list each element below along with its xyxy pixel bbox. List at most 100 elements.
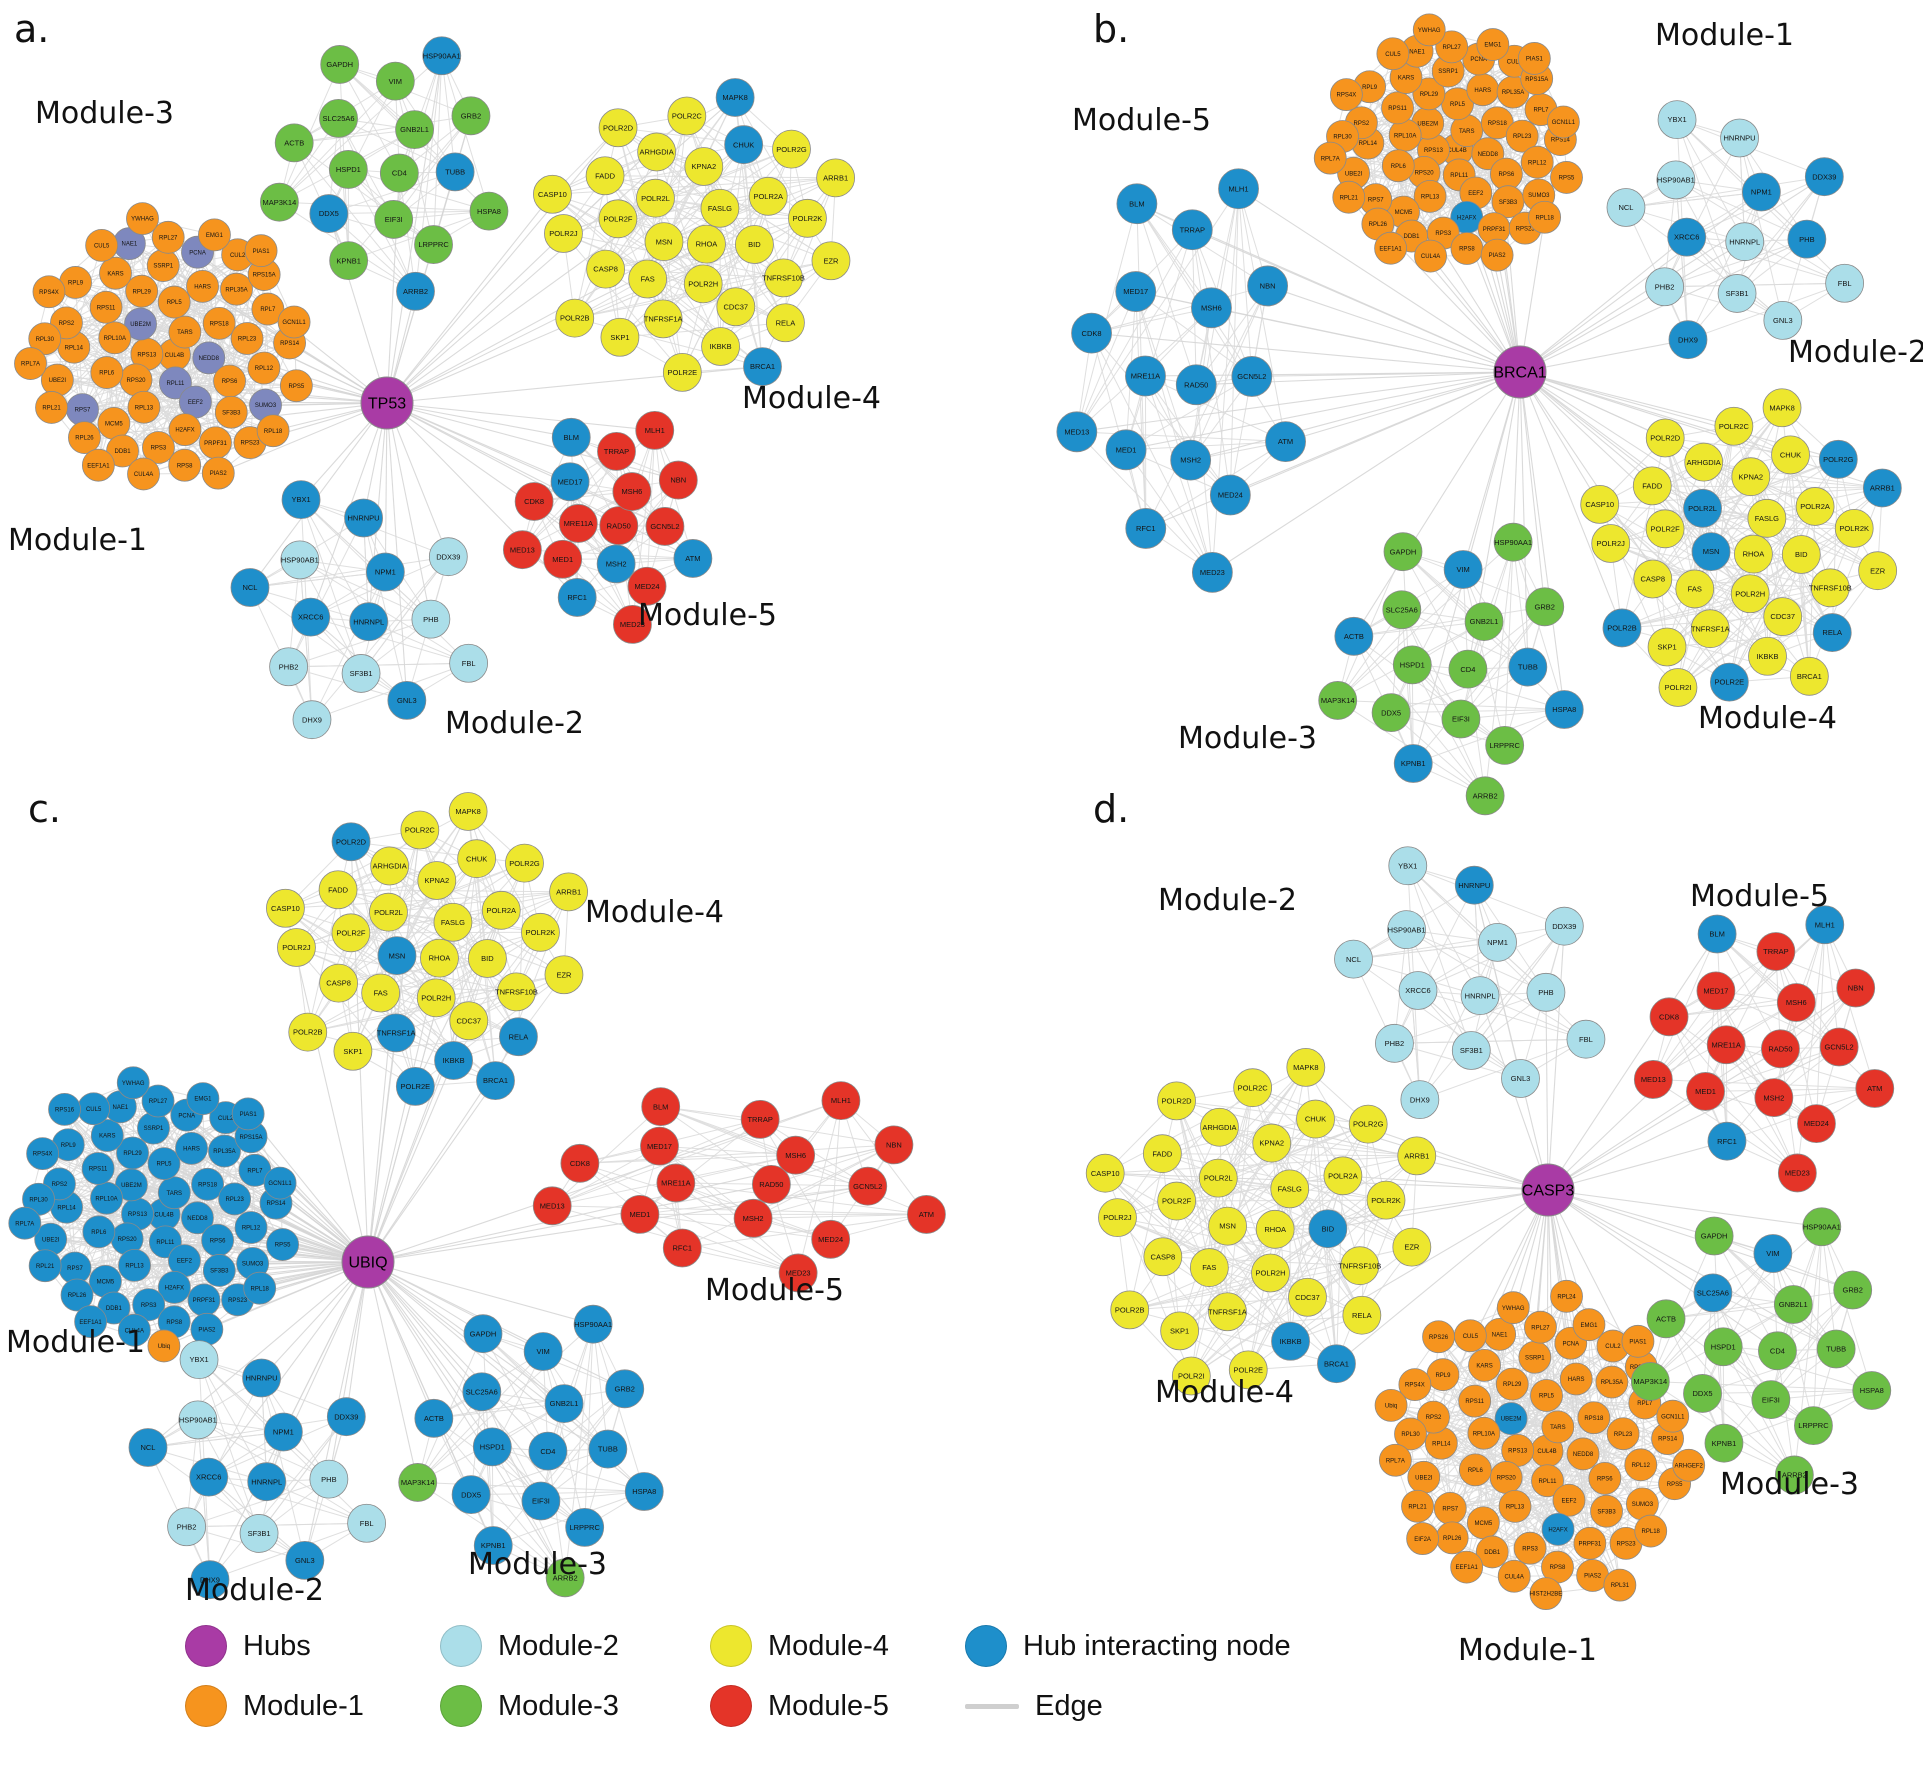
- gene-node[interactable]: MRE11A: [558, 504, 598, 543]
- gene-node[interactable]: POLR2J: [277, 928, 316, 967]
- gene-node-circle[interactable]: [557, 578, 597, 617]
- gene-node-circle[interactable]: [400, 810, 440, 850]
- gene-node[interactable]: GAPDH: [320, 45, 360, 84]
- gene-node[interactable]: NPM1: [365, 552, 405, 592]
- gene-node-circle[interactable]: [331, 913, 371, 953]
- gene-node[interactable]: KPNA2: [1252, 1123, 1292, 1163]
- gene-node-circle[interactable]: [1691, 532, 1731, 572]
- gene-node[interactable]: RPS4X: [32, 275, 66, 309]
- gene-node-circle[interactable]: [1497, 1559, 1531, 1593]
- gene-node[interactable]: HARS: [175, 1131, 208, 1165]
- gene-node[interactable]: MAPK8: [448, 792, 488, 831]
- gene-node[interactable]: CUL4A: [1497, 1559, 1531, 1593]
- hub-node-circle[interactable]: [1521, 1163, 1575, 1217]
- gene-node-circle[interactable]: [640, 1126, 679, 1166]
- gene-node-circle[interactable]: [1550, 1279, 1583, 1313]
- gene-node[interactable]: POLR2K: [1366, 1180, 1406, 1220]
- gene-node[interactable]: RPL31: [1603, 1568, 1637, 1602]
- gene-node-circle[interactable]: [147, 1329, 181, 1363]
- gene-node-circle[interactable]: [656, 1163, 696, 1203]
- gene-node-circle[interactable]: [1200, 1107, 1239, 1147]
- gene-node-circle[interactable]: [243, 1271, 277, 1305]
- gene-node-circle[interactable]: [1098, 1198, 1137, 1237]
- gene-node-circle[interactable]: [1494, 1402, 1528, 1435]
- gene-node[interactable]: RPS6: [1489, 157, 1523, 191]
- gene-node[interactable]: KPNA2: [1731, 457, 1771, 497]
- gene-node[interactable]: HNRNPL: [349, 602, 389, 642]
- gene-node-circle[interactable]: [473, 1526, 513, 1565]
- gene-node[interactable]: RPL6: [1458, 1453, 1492, 1487]
- gene-node-circle[interactable]: [244, 234, 278, 268]
- gene-node-circle[interactable]: [1252, 1123, 1292, 1163]
- gene-node[interactable]: RPS7: [1433, 1491, 1467, 1525]
- gene-node[interactable]: POLR2H: [1251, 1253, 1290, 1293]
- gene-node[interactable]: POLR2L: [369, 892, 408, 932]
- gene-node-circle[interactable]: [457, 839, 497, 879]
- gene-node[interactable]: SKP1: [600, 317, 640, 357]
- gene-node-circle[interactable]: [370, 846, 410, 886]
- gene-node[interactable]: TUBB: [588, 1429, 628, 1469]
- gene-node-circle[interactable]: [1852, 1371, 1892, 1410]
- gene-node-circle[interactable]: [550, 462, 590, 502]
- gene-node-circle[interactable]: [127, 457, 160, 491]
- gene-node[interactable]: CASP8: [319, 963, 359, 1003]
- gene-node[interactable]: CUL4A: [1414, 239, 1447, 273]
- gene-node-circle[interactable]: [1771, 435, 1810, 475]
- gene-node-circle[interactable]: [874, 1125, 914, 1165]
- gene-node-circle[interactable]: [1189, 1248, 1229, 1287]
- gene-node[interactable]: NBN: [1836, 968, 1876, 1008]
- gene-node-circle[interactable]: [190, 1560, 230, 1600]
- gene-node[interactable]: FAS: [628, 259, 668, 299]
- gene-node[interactable]: RELA: [499, 1017, 538, 1057]
- gene-node-circle[interactable]: [230, 568, 270, 607]
- gene-node-circle[interactable]: [1763, 597, 1803, 637]
- gene-node-circle[interactable]: [1758, 1331, 1797, 1371]
- gene-node-circle[interactable]: [202, 306, 236, 340]
- gene-node[interactable]: SF3B3: [202, 1254, 236, 1287]
- gene-node[interactable]: KARS: [1468, 1348, 1501, 1382]
- gene-node-circle[interactable]: [1649, 997, 1689, 1037]
- gene-node-circle[interactable]: [1286, 1047, 1326, 1087]
- gene-node-circle[interactable]: [1573, 1526, 1607, 1560]
- gene-node-circle[interactable]: [1777, 1153, 1817, 1193]
- gene-node[interactable]: POLR2E: [1709, 662, 1749, 702]
- gene-node-circle[interactable]: [208, 1134, 241, 1168]
- gene-node-circle[interactable]: [291, 597, 331, 637]
- gene-node[interactable]: FADD: [1632, 466, 1672, 506]
- gene-node-circle[interactable]: [1761, 1029, 1800, 1069]
- gene-node[interactable]: RPL5: [1530, 1379, 1563, 1412]
- gene-node-circle[interactable]: [544, 955, 584, 995]
- gene-node-circle[interactable]: [280, 540, 320, 580]
- gene-node-circle[interactable]: [627, 566, 667, 606]
- gene-node[interactable]: ARRB2: [1465, 776, 1505, 816]
- gene-node-circle[interactable]: [260, 182, 299, 222]
- gene-node-circle[interactable]: [28, 1249, 62, 1283]
- gene-node-circle[interactable]: [462, 1372, 502, 1412]
- gene-node-circle[interactable]: [1781, 535, 1821, 574]
- gene-node[interactable]: HSPA8: [1544, 690, 1584, 729]
- gene-node[interactable]: RPS20: [1489, 1461, 1523, 1494]
- gene-node-circle[interactable]: [1529, 1577, 1563, 1611]
- gene-node[interactable]: POLR2L: [636, 178, 675, 218]
- gene-node[interactable]: POLR2A: [748, 176, 788, 216]
- gene-node[interactable]: EMG1: [1572, 1308, 1606, 1342]
- gene-node-circle[interactable]: [644, 222, 684, 262]
- gene-node[interactable]: RPS8: [1450, 232, 1484, 265]
- gene-node[interactable]: ACTB: [414, 1398, 454, 1438]
- gene-node[interactable]: RPL6: [1381, 149, 1415, 183]
- gene-node-circle[interactable]: [1496, 1291, 1530, 1325]
- gene-node[interactable]: RPL21: [35, 391, 68, 424]
- gene-node-circle[interactable]: [417, 861, 457, 900]
- gene-node[interactable]: VIM: [1443, 550, 1483, 589]
- gene-node[interactable]: PHB: [411, 599, 451, 639]
- gene-node-circle[interactable]: [422, 36, 462, 76]
- gene-node-circle[interactable]: [186, 269, 219, 303]
- gene-node-circle[interactable]: [472, 1427, 512, 1467]
- gene-node[interactable]: YBX1: [281, 480, 321, 520]
- gene-node-circle[interactable]: [1816, 1329, 1856, 1369]
- gene-node[interactable]: ARRB1: [549, 872, 589, 912]
- gene-node[interactable]: PHB: [309, 1459, 349, 1499]
- gene-node-circle[interactable]: [1374, 1388, 1408, 1422]
- gene-node-circle[interactable]: [502, 530, 542, 570]
- gene-node[interactable]: RPS8: [168, 448, 202, 482]
